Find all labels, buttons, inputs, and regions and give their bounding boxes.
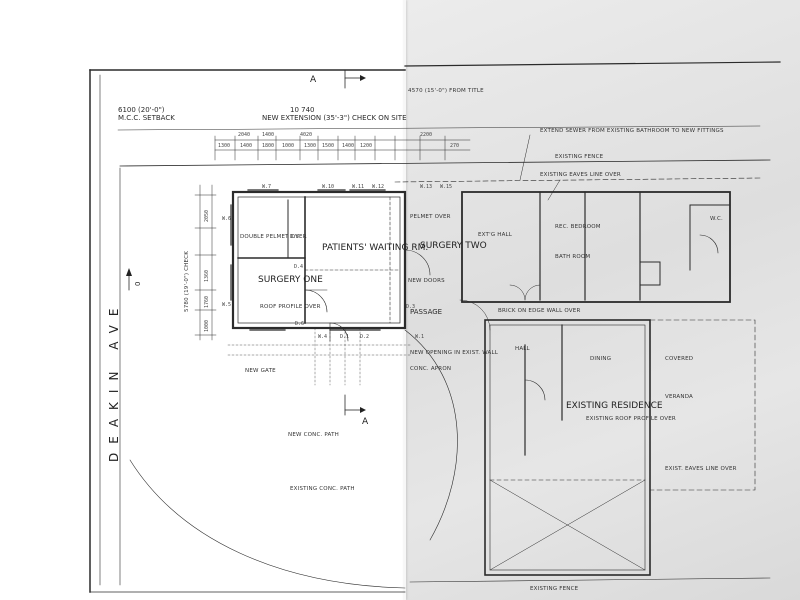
window-label: W.5 [222, 302, 231, 308]
svg-text:1300: 1300 [218, 143, 230, 149]
note-pelmet: DOUBLE PELMET OVER [240, 234, 307, 240]
svg-text:1400: 1400 [240, 143, 252, 149]
door-label: D.3 [406, 304, 415, 310]
note-new-doors: NEW DOORS [408, 278, 445, 284]
setback-value: 6100 (20'-0") [118, 106, 165, 114]
room-covered: COVERED [665, 356, 693, 362]
svg-text:1000: 1000 [204, 320, 210, 332]
drawing-sheet-left [0, 0, 405, 600]
room-surgery-two: SURGERY TWO [420, 241, 487, 251]
svg-text:2200: 2200 [420, 132, 432, 138]
svg-text:4020: 4020 [300, 132, 312, 138]
svg-text:1800: 1800 [262, 143, 274, 149]
svg-text:1760: 1760 [204, 296, 210, 308]
room-patients-waiting: PATIENTS' WAITING RM. [322, 243, 428, 253]
svg-text:1360: 1360 [204, 270, 210, 282]
room-dining: DINING [590, 356, 611, 362]
svg-text:2040: 2040 [238, 132, 250, 138]
svg-text:2050: 2050 [204, 210, 210, 222]
room-rec-bedroom: REC. BEDROOM [555, 224, 601, 230]
note-remove-wall: NEW OPENING IN EXIST. WALL [410, 350, 499, 356]
room-hall: HALL [515, 346, 531, 352]
window-label: W.10 [322, 184, 334, 190]
window-label: W.13 [420, 184, 432, 190]
setback-label: M.C.C. SETBACK [118, 114, 175, 122]
room-existing-residence: EXISTING RESIDENCE [566, 401, 663, 411]
window-label: W.12 [372, 184, 384, 190]
section-mark-bottom: A [362, 417, 369, 427]
svg-text:270: 270 [450, 143, 459, 149]
door-label: D.6 [295, 321, 304, 327]
svg-text:1000: 1000 [282, 143, 294, 149]
note-new-path: NEW CONC. PATH [288, 432, 339, 438]
street-name: DEAKIN AVE [107, 300, 121, 462]
note-eaves-top: EXISTING EAVES LINE OVER [540, 172, 621, 178]
note-sewer: EXTEND SEWER FROM EXISTING BATHROOM TO N… [540, 128, 724, 134]
window-label: W.11 [352, 184, 364, 190]
note-existing-path: EXISTING CONC. PATH [290, 486, 355, 492]
window-label: W.4 [318, 334, 327, 340]
svg-text:1200: 1200 [360, 143, 372, 149]
extension-outer-wall [231, 190, 407, 330]
note-new-gate: NEW GATE [245, 368, 276, 374]
extension-value: 10 740 [290, 106, 315, 114]
room-passage: PASSAGE [410, 308, 442, 316]
note-wall: BRICK ON EDGE WALL OVER [498, 308, 580, 314]
window-label: W.15 [440, 184, 452, 190]
door-label: D.1 [340, 334, 349, 340]
north-arrow-label: 0 [134, 282, 142, 286]
window-label: W.7 [262, 184, 271, 190]
room-bathroom: BATH ROOM [555, 254, 590, 260]
side-dim-overall: 5780 (19'-0") CHECK [184, 251, 190, 312]
svg-text:1500: 1500 [322, 143, 334, 149]
title-note: 4570 (15'-0") FROM TITLE [408, 88, 484, 94]
extension-label: NEW EXTENSION (35'-3") CHECK ON SITE [262, 114, 407, 122]
note-eaves-over: EXIST. EAVES LINE OVER [665, 466, 737, 472]
svg-text:1400: 1400 [342, 143, 354, 149]
note-roof-profile: ROOF PROFILE OVER [260, 304, 321, 310]
door-label: D.2 [360, 334, 369, 340]
note-conc-apron: CONC. APRON [410, 366, 451, 372]
section-mark-top: A [310, 75, 317, 85]
door-label: D.4 [294, 264, 303, 270]
svg-text:1300: 1300 [304, 143, 316, 149]
door-label: D.5 [290, 234, 299, 240]
note-fence-bottom: EXISTING FENCE [530, 586, 579, 592]
room-ext-hall: EXT'G HALL [478, 232, 513, 238]
note-fence-top: EXISTING FENCE [555, 154, 604, 160]
drawing-sheet-right [405, 0, 800, 600]
existing-residence-wall [484, 319, 651, 576]
border-top-right [404, 61, 781, 67]
room-veranda: VERANDA [665, 394, 693, 400]
note-pelmet2: PELMET OVER [410, 214, 451, 220]
note-existing-roof: EXISTING ROOF PROFILE OVER [586, 416, 676, 422]
existing-rear-wall [461, 191, 731, 303]
window-label: W.6 [222, 216, 231, 222]
window-label: W.1 [415, 334, 424, 340]
room-surgery-one: SURGERY ONE [258, 275, 323, 285]
room-wc: W.C. [710, 216, 723, 222]
svg-text:1400: 1400 [262, 132, 274, 138]
